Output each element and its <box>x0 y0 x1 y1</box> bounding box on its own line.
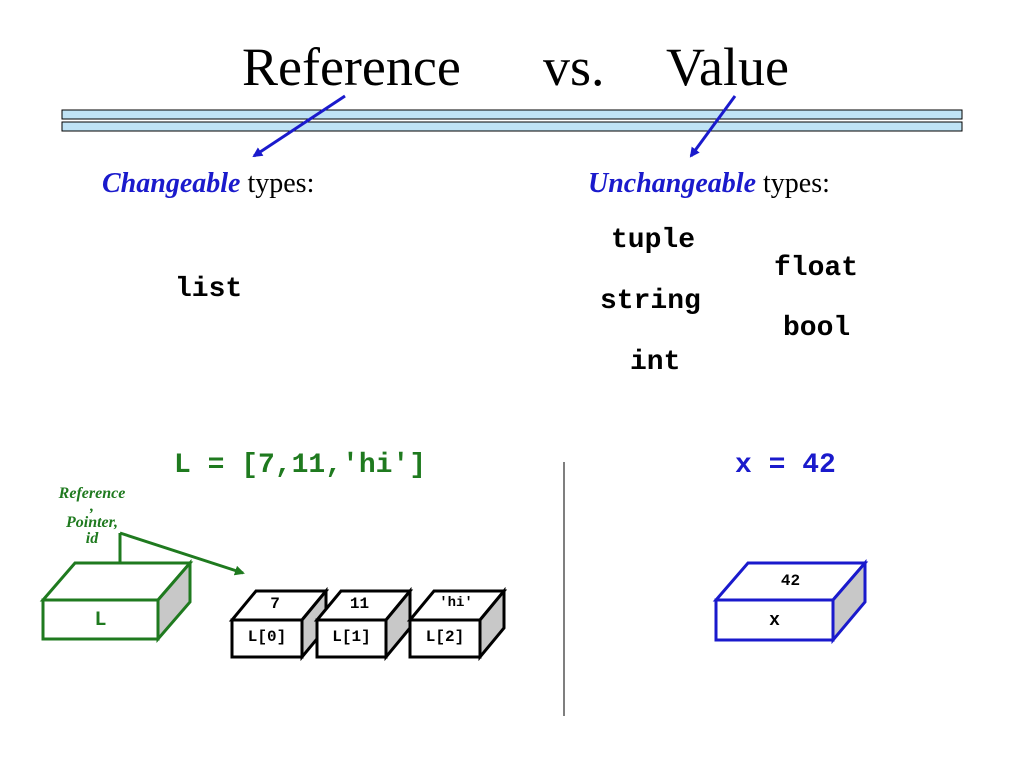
reference-label-line2: Pointer, <box>65 514 118 531</box>
reference-label-line3: id <box>85 530 99 547</box>
title-vs: vs. <box>543 37 605 97</box>
element-1-index: L[1] <box>332 628 371 646</box>
type-string: string <box>600 286 701 317</box>
element-2-index: L[2] <box>425 628 465 646</box>
variable-box-x-label: x <box>769 611 780 631</box>
list-assignment-code: L = [7,11,'hi'] <box>174 450 427 481</box>
variable-box-L <box>39 558 194 644</box>
unchangeable-heading: Unchangeable types: <box>588 168 830 200</box>
title-rule <box>61 109 963 132</box>
unchangeable-heading-rest: types: <box>756 168 830 199</box>
int-assignment-code: x = 42 <box>735 450 836 481</box>
type-list: list <box>175 274 243 305</box>
title-reference: Reference <box>242 37 461 97</box>
variable-box-x-value: 42 <box>780 572 801 590</box>
type-int: int <box>630 347 681 378</box>
element-0-index: L[0] <box>247 628 287 646</box>
reference-label-line1: Reference <box>58 485 126 502</box>
value-arrow <box>689 95 737 158</box>
title-value: Value <box>666 37 789 97</box>
changeable-emphasis: Changeable <box>102 168 241 199</box>
unchangeable-emphasis: Unchangeable <box>588 168 756 199</box>
type-tuple: tuple <box>611 225 696 256</box>
variable-box-L-label: L <box>94 609 107 632</box>
variable-box-x <box>712 558 869 645</box>
element-box-0 <box>228 586 330 662</box>
element-box-2 <box>406 586 508 662</box>
reference-label-comma: , <box>90 498 94 515</box>
changeable-heading-rest: types: <box>240 168 315 199</box>
element-1-value: 11 <box>349 595 370 613</box>
element-0-value: 7 <box>270 595 280 613</box>
type-float: float <box>774 253 859 284</box>
type-bool: bool <box>783 313 851 344</box>
reference-arrow <box>252 94 346 158</box>
element-box-1 <box>313 586 414 662</box>
element-2-value: 'hi' <box>439 595 473 611</box>
changeable-heading: Changeable types: <box>102 168 314 200</box>
